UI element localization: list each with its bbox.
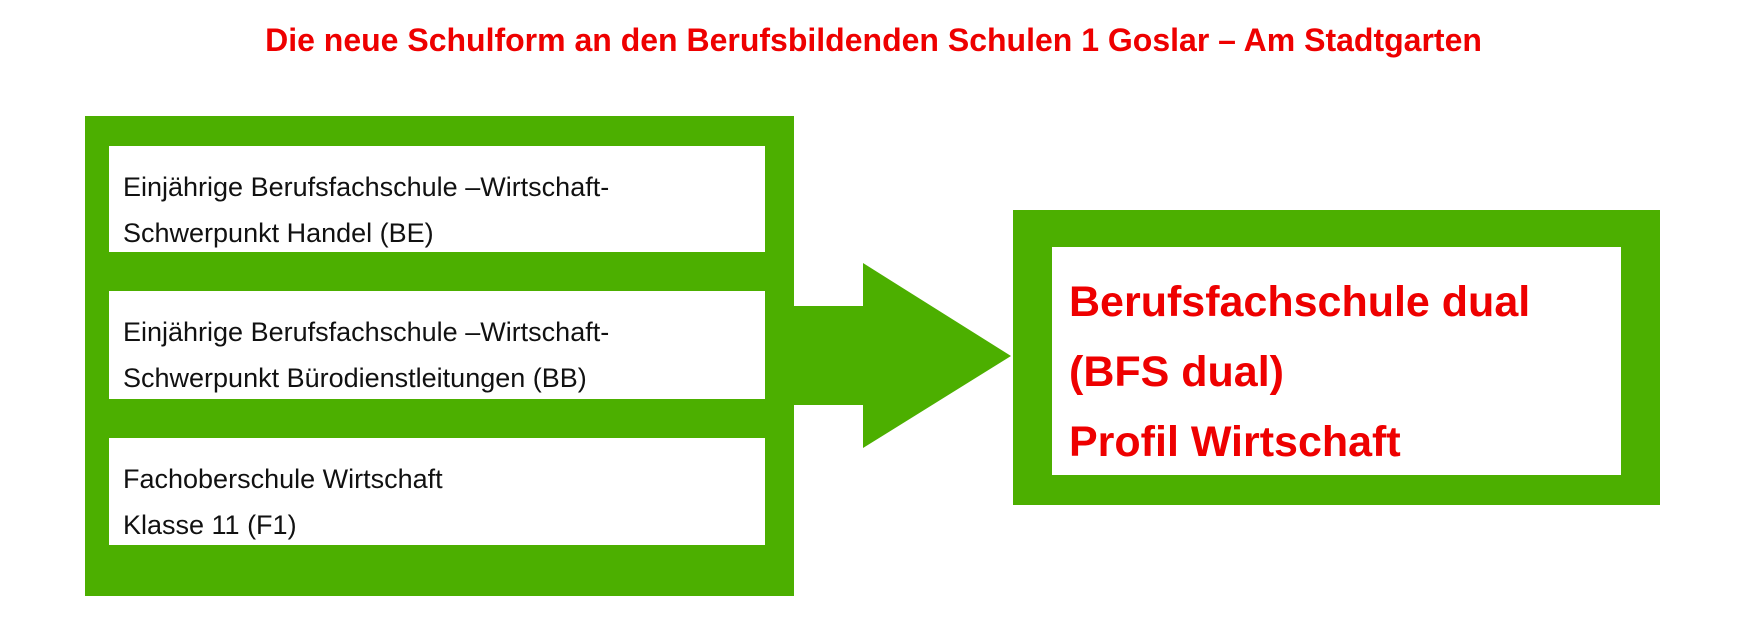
source-box-be: Einjährige Berufsfachschule –Wirtschaft-… [109, 146, 765, 252]
page-title: Die neue Schulform an den Berufsbildende… [265, 22, 1482, 58]
arrow-right-icon [794, 263, 1011, 448]
source-box-bb: Einjährige Berufsfachschule –Wirtschaft-… [109, 291, 765, 399]
source-label: Einjährige Berufsfachschule –Wirtschaft-… [123, 317, 610, 393]
source-box-f1: Fachoberschule Wirtschaft Klasse 11 (F1) [109, 438, 765, 545]
target-label: Berufsfachschule dual (BFS dual) Profil … [1069, 278, 1531, 466]
source-label: Einjährige Berufsfachschule –Wirtschaft-… [123, 172, 610, 248]
target-box: Berufsfachschule dual (BFS dual) Profil … [1052, 247, 1621, 475]
source-label: Fachoberschule Wirtschaft Klasse 11 (F1) [123, 464, 443, 540]
